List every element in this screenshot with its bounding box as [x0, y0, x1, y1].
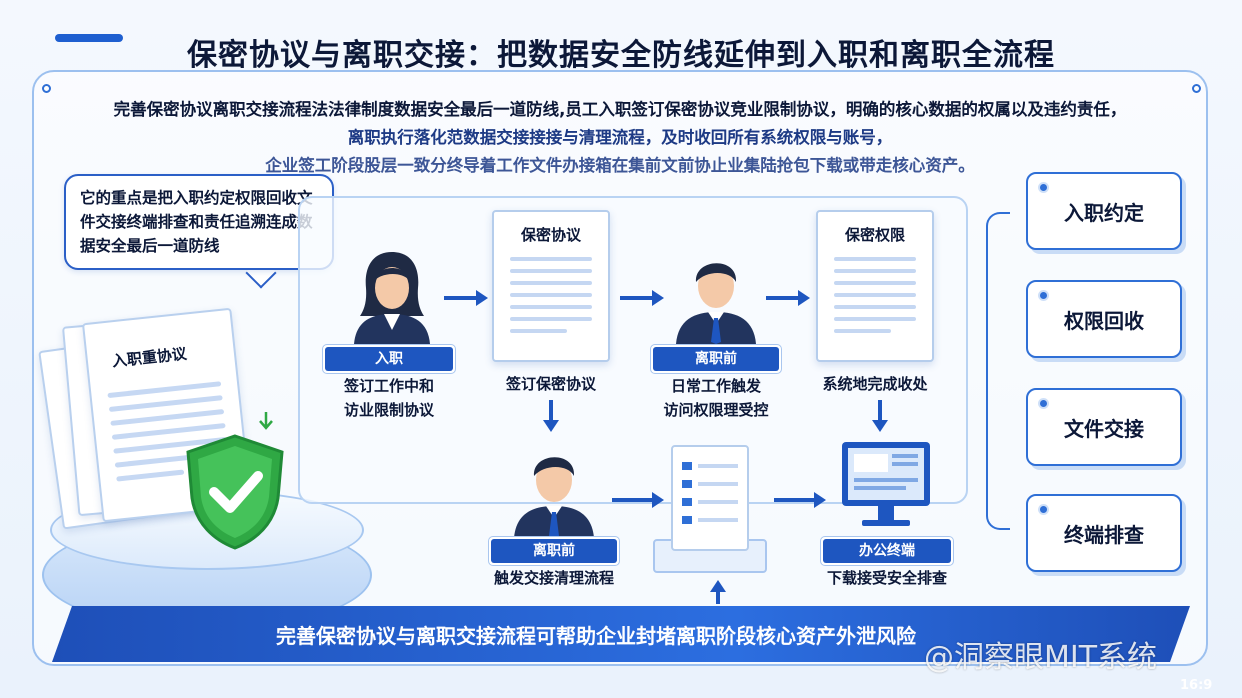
bullet-dot-icon: [1038, 290, 1049, 301]
nda-document-title: 保密协议: [520, 226, 581, 244]
entry-tag-wrap: 入职: [322, 344, 456, 374]
terminal-caption: 下载接受安全排查: [826, 569, 947, 587]
permission-document-title: 保密权限: [844, 226, 905, 244]
entry-caption-line-1: 签订工作中和: [343, 377, 434, 395]
permission-document: 保密权限: [816, 210, 934, 362]
side-button-label: 终端排查: [1064, 522, 1144, 547]
flow-arrow: [444, 290, 488, 306]
bullet-dot-icon: [1038, 398, 1049, 409]
entry-tag: 入职: [325, 347, 453, 371]
flow-arrow: [612, 492, 664, 508]
male-employee-icon: [676, 263, 756, 344]
title-accent-bar: [55, 34, 123, 42]
flow-arrow: [766, 290, 810, 306]
side-button-terminal-check: 终端排查: [1026, 494, 1182, 572]
side-button-label: 入职约定: [1064, 200, 1144, 225]
permission-document-lines: [834, 257, 916, 333]
banner-text: 完善保密协议与离职交接流程可帮助企业封堵离职阶段核心资产外泄风险: [276, 623, 916, 648]
intro-line-3: 企业签工阶段股层一致分终导着工作文件办接箱在集前文前协止业集陆抢包下载或带走核心…: [265, 156, 975, 175]
flow-arrow: [774, 492, 826, 508]
file-stack-icon: [653, 445, 767, 573]
terminal-tag: 办公终端: [823, 539, 951, 563]
nda-document-lines: [510, 257, 592, 333]
entry-caption: 签订工作中和 访业限制协议: [322, 374, 456, 422]
frame-corner-dot: [1192, 84, 1201, 93]
aspect-ratio-label: 16:9: [1180, 678, 1213, 693]
side-button-permission-revoke: 权限回收: [1026, 280, 1182, 358]
entry-caption-line-2: 访业限制协议: [343, 401, 434, 419]
watermark: @洞察眼MIT系统: [924, 640, 1158, 675]
permission-caption: 系统地完成收处: [822, 375, 928, 393]
pre-exit-caption-line-1: 日常工作触发: [670, 377, 761, 395]
nda-caption: 签订保密协议: [505, 375, 596, 393]
bottom-banner: 完善保密协议与离职交接流程可帮助企业封堵离职阶段核心资产外泄风险: [52, 606, 1190, 662]
monitor-icon: [842, 442, 930, 526]
exit-caption: 触发交接清理流程: [493, 569, 614, 587]
side-button-label: 权限回收: [1064, 308, 1144, 333]
pre-exit-caption-line-2: 访问权限理受控: [663, 401, 769, 419]
side-button-label: 文件交接: [1064, 416, 1144, 441]
bullet-dot-icon: [1038, 182, 1049, 193]
terminal-tag-wrap: 办公终端: [820, 536, 954, 566]
page-title: 保密协议与离职交接：把数据安全防线延伸到入职和离职全流程: [187, 38, 1055, 73]
document-title: 入职重协议: [111, 344, 188, 371]
pre-exit-tag: 离职前: [653, 347, 779, 371]
side-bracket: [986, 212, 1010, 530]
intro-line-2: 离职执行落化范数据交接接接与清理流程，及时收回所有系统权限与账号，: [347, 128, 893, 147]
flow-arrow-down: [543, 400, 559, 432]
pre-exit-tag-wrap: 离职前: [650, 344, 782, 374]
side-button-file-handover: 文件交接: [1026, 388, 1182, 466]
down-arrow-icon: [259, 412, 273, 430]
exiting-employee-icon: [514, 457, 594, 538]
intro-text: 完善保密协议离职交接流程法法律制度数据安全最后一道防线,员工入职签订保密协议竞业…: [60, 96, 1180, 180]
flow-arrow: [620, 290, 664, 306]
exit-tag-wrap: 离职前: [488, 536, 620, 566]
flow-arrow-up: [716, 588, 720, 604]
speech-bubble: 它的重点是把入职约定权限回收文件交接终端排查和责任追溯连成数据安全最后一道防线: [64, 174, 334, 270]
shield-check-icon: [186, 434, 284, 550]
exit-tag: 离职前: [491, 539, 617, 563]
frame-corner-dot: [42, 84, 51, 93]
side-button-onboarding: 入职约定: [1026, 172, 1182, 250]
intro-line-1: 完善保密协议离职交接流程法法律制度数据安全最后一道防线,员工入职签订保密协议竞业…: [113, 100, 1127, 119]
flow-arrow-down: [872, 400, 888, 432]
bullet-dot-icon: [1038, 504, 1049, 515]
nda-document: 保密协议: [492, 210, 610, 362]
pre-exit-caption: 日常工作触发 访问权限理受控: [640, 374, 792, 422]
female-employee-icon: [354, 252, 430, 344]
